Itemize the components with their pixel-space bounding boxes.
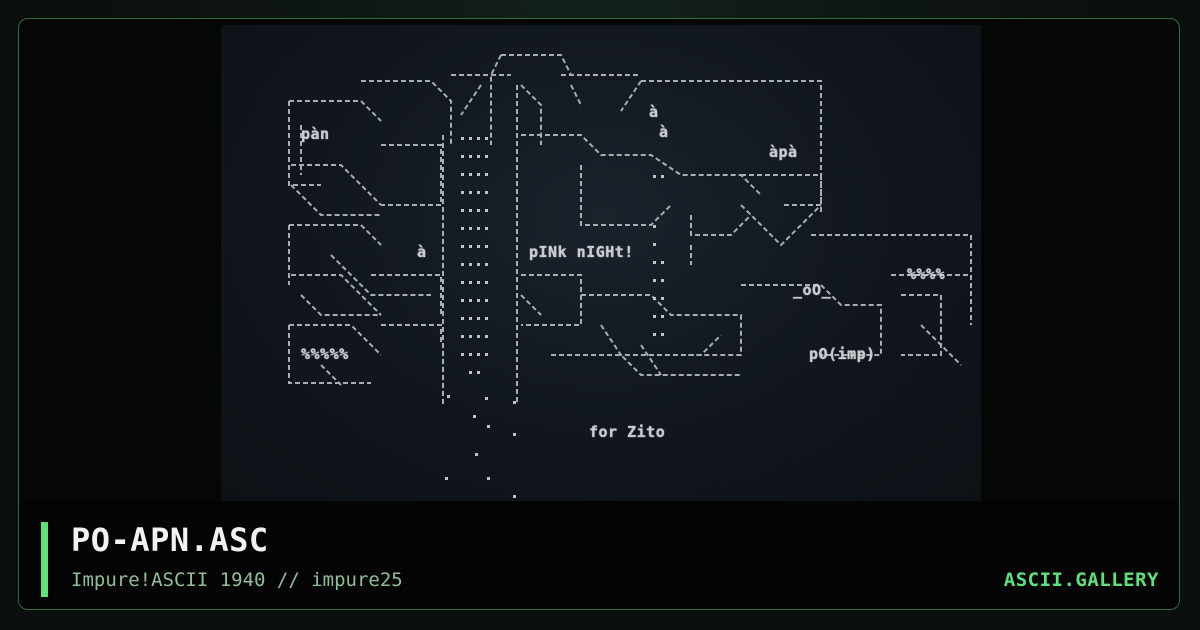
art-right-logo: àpà [769,143,798,161]
ascii-line-art [288,54,972,498]
art-eye-mark: _oO_ [793,281,832,299]
art-left-tag: %%%%% [301,345,349,363]
artwork-subtitle: Impure!ASCII 1940 // impure25 [71,569,403,591]
art-left-mark: à [417,243,427,261]
art-left-logo: pàn [301,125,330,143]
artwork-title: PO-APN.ASC [71,521,269,559]
art-top-mark-2: à [659,123,669,141]
accent-bar [41,522,48,597]
art-right-tag: %%%% [907,265,946,283]
art-dedication: for Zito [589,423,666,441]
art-top-mark: à [649,103,659,121]
art-right-note: pO(imp) [809,345,876,363]
art-center-label: pINk nIGHt! [529,243,634,261]
info-footer: PO-APN.ASC Impure!ASCII 1940 // impure25… [19,501,1179,609]
brand-link[interactable]: ASCII.GALLERY [1003,569,1159,591]
ascii-artwork: pàn à à àpà à pINk nIGHt! %%%% _oO_ %%%%… [221,25,981,501]
art-card: pàn à à àpà à pINk nIGHt! %%%% _oO_ %%%%… [18,18,1180,610]
